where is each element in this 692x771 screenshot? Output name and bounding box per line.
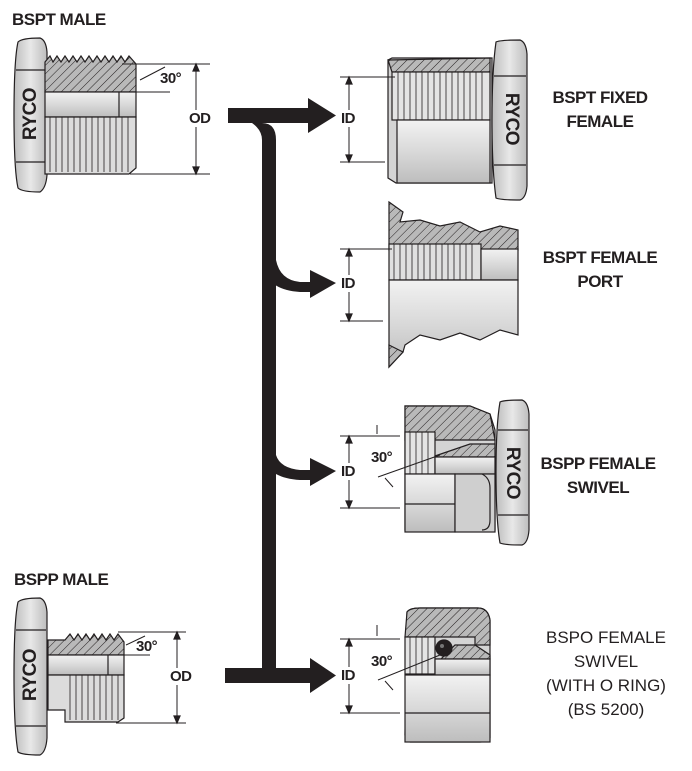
- target-label-line: BSPT FIXED: [552, 88, 648, 107]
- target-label-bspt-fixed-female: BSPT FIXED FEMALE: [540, 86, 660, 134]
- branch-bspp-swivel: [264, 455, 310, 480]
- target-label-bspo-female-swivel: BSPO FEMALE SWIVEL (WITH O RING) (BS 520…: [532, 626, 680, 722]
- bspt-male-fitting: [13, 37, 210, 193]
- dimension-id-female-port: ID: [340, 275, 356, 292]
- target-label-line: SWIVEL: [566, 478, 630, 497]
- connector-bus: [225, 98, 336, 693]
- target-label-bspp-female-swivel: BSPP FEMALE SWIVEL: [536, 452, 660, 500]
- target-label-bspt-female-port: BSPT FEMALE PORT: [538, 246, 662, 294]
- top-branch-bar: [228, 108, 312, 123]
- target-label-line: FEMALE: [566, 112, 634, 131]
- branch-female-port: [264, 260, 310, 292]
- dimension-id-bspp-swivel: ID: [340, 463, 356, 480]
- target-label-line: BSPP FEMALE: [540, 454, 656, 473]
- bspp-female-swivel-fitting: [340, 400, 530, 546]
- target-label-line: SWIVEL: [573, 652, 639, 671]
- source-label-bspt-male: BSPT MALE: [12, 10, 106, 29]
- dimension-od-bspp-male: OD: [169, 668, 193, 685]
- angle-label-bspp-swivel: 30°: [371, 449, 393, 466]
- trunk-line: [252, 123, 276, 680]
- brand-mark-fixed-female: RYCO: [501, 92, 522, 146]
- dimension-id-bspo-swivel: ID: [340, 667, 356, 684]
- dimension-od-bspt-male: OD: [188, 110, 212, 127]
- brand-mark-bspt-male: RYCO: [20, 87, 41, 141]
- bspt-fixed-female-fitting: [340, 39, 528, 201]
- bspo-female-swivel-fitting: [340, 607, 491, 743]
- arrow-head-bspp-swivel: [310, 458, 336, 486]
- source-label-bspp-male: BSPP MALE: [14, 570, 109, 589]
- bspp-male-fitting: [13, 597, 186, 756]
- dimension-id-fixed-female: ID: [340, 110, 356, 127]
- arrow-head-female-port: [310, 270, 336, 298]
- target-label-line: (WITH O RING): [546, 676, 666, 695]
- angle-label-bspp-male: 30°: [136, 638, 158, 655]
- target-label-line: PORT: [577, 272, 623, 291]
- arrow-head-bspo-swivel: [310, 658, 336, 693]
- target-label-line: (BS 5200): [567, 700, 645, 719]
- angle-label-bspo-swivel: 30°: [371, 653, 393, 670]
- arrow-head-fixed-female: [308, 98, 336, 133]
- target-label-line: BSPO FEMALE: [546, 628, 666, 647]
- bspt-female-port-fitting: [340, 200, 519, 369]
- bottom-branch-bar: [225, 668, 315, 683]
- angle-label-bspt-male: 30°: [160, 70, 182, 87]
- brand-mark-bspp-swivel: RYCO: [502, 446, 523, 500]
- brand-mark-bspp-male: RYCO: [20, 648, 41, 702]
- target-label-line: BSPT FEMALE: [542, 248, 658, 267]
